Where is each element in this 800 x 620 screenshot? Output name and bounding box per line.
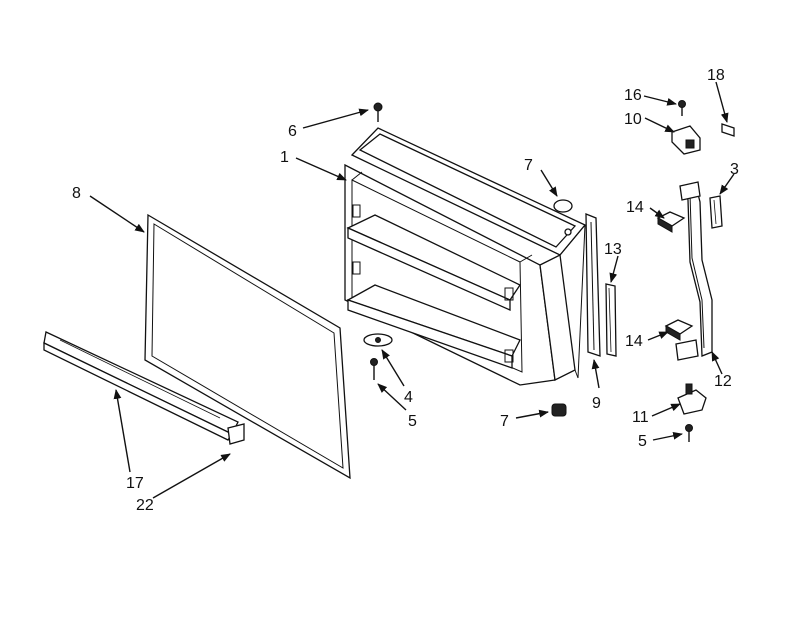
leader-lines — [89, 81, 735, 499]
callout-1: 1 — [280, 149, 289, 166]
screw-5-right — [685, 424, 693, 442]
hinge-washer — [363, 333, 393, 347]
door-liner — [344, 127, 587, 386]
callout-5-left: 5 — [408, 413, 417, 430]
callout-4: 4 — [404, 389, 413, 406]
callout-10: 10 — [624, 111, 642, 128]
callout-14-lower: 14 — [625, 333, 643, 350]
gasket-strip-9 — [585, 213, 601, 357]
callout-13: 13 — [604, 241, 622, 258]
bushing-bottom — [551, 403, 567, 417]
trim-strip-3 — [709, 195, 723, 229]
callout-7-bottom: 7 — [500, 413, 509, 430]
clip-18 — [721, 123, 735, 137]
plug-cap-top — [553, 199, 573, 213]
callout-3: 3 — [730, 161, 739, 178]
callout-8: 8 — [72, 185, 81, 202]
top-hinge-10 — [671, 125, 701, 155]
callout-5-right: 5 — [638, 433, 647, 450]
bottom-hinge-11 — [677, 383, 707, 415]
callout-9: 9 — [592, 395, 601, 412]
strip-13 — [605, 283, 617, 357]
screw-6 — [373, 102, 383, 122]
callout-22: 22 — [136, 497, 154, 514]
callout-labels: 6 1 8 7 7 4 5 9 13 17 22 16 10 18 3 14 1… — [72, 67, 739, 514]
screw-5-left — [370, 358, 378, 380]
door-gasket — [144, 213, 351, 480]
callout-6: 6 — [288, 123, 297, 140]
callout-11: 11 — [632, 409, 649, 426]
callout-17: 17 — [126, 475, 144, 492]
end-cap — [227, 423, 245, 445]
callout-14-upper: 14 — [626, 199, 644, 216]
screw-16 — [678, 100, 686, 116]
callout-18: 18 — [707, 67, 725, 84]
handle-trim — [43, 331, 239, 441]
spacer-14-lower — [664, 319, 694, 341]
callout-7-top: 7 — [524, 157, 533, 174]
callout-16: 16 — [624, 87, 642, 104]
spacer-14-upper — [656, 211, 686, 233]
callout-12: 12 — [714, 373, 732, 390]
door-handle-12 — [675, 181, 713, 361]
